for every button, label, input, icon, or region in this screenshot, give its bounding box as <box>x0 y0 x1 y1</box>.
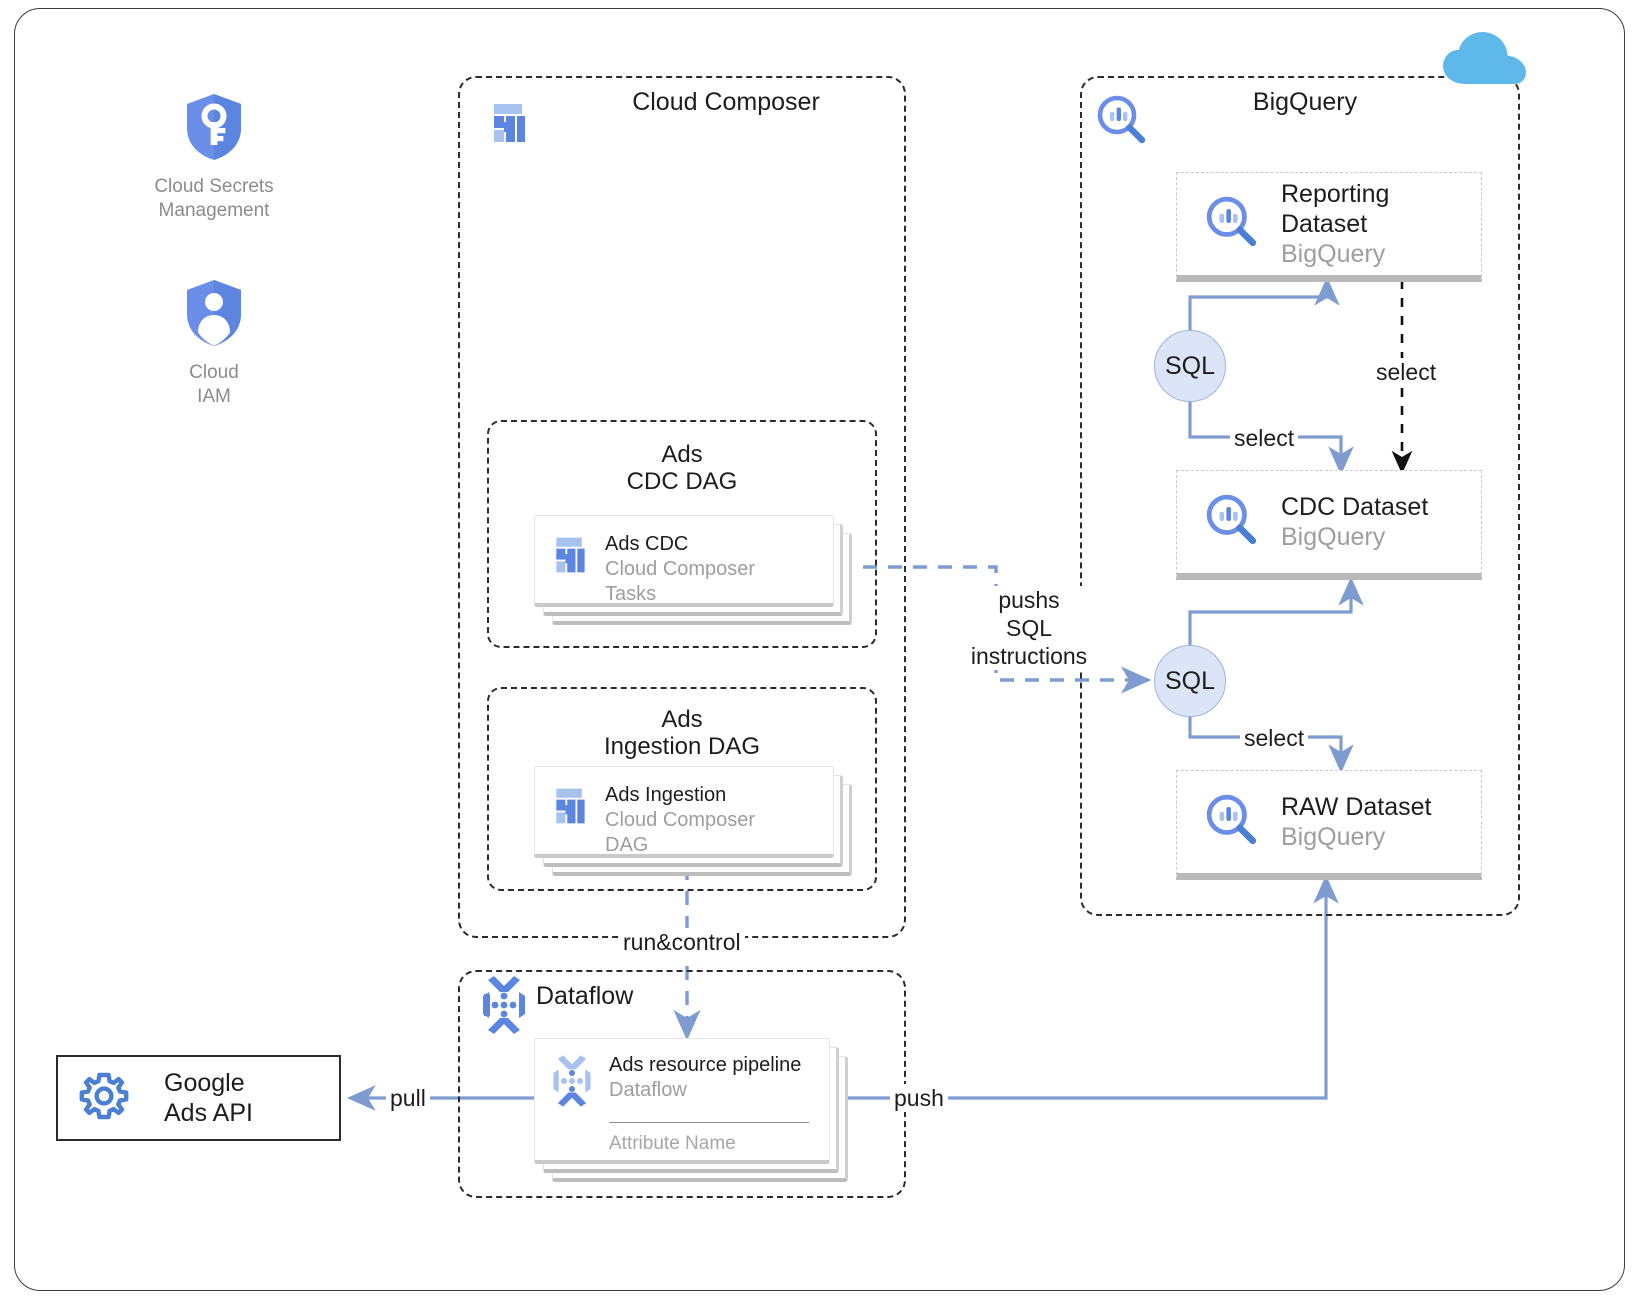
card-title: Ads Ingestion <box>605 784 727 806</box>
gear-icon <box>78 1070 130 1127</box>
bigquery-icon <box>1205 195 1259 254</box>
dataset-title: CDC Dataset <box>1281 493 1429 521</box>
cloud-composer-icon <box>549 785 591 832</box>
subgroup-ads-ingestion-dag: Ads Ingestion DAG <box>487 687 877 891</box>
edge-label-push: push <box>890 1084 948 1113</box>
subgroup-ads-cdc-dag: Ads CDC DAG <box>487 420 877 648</box>
card-title: Ads resource pipeline <box>609 1054 802 1076</box>
bigquery-group-icon <box>1096 94 1148 151</box>
subgroup-title-ads-cdc-dag: Ads CDC DAG <box>626 441 738 495</box>
card-body[interactable]: Ads resource pipeline Dataflow Attribute… <box>534 1038 830 1164</box>
cloud-icon <box>1440 30 1530 91</box>
dataflow-group-icon <box>478 976 530 1039</box>
dataset-title: RAW Dataset <box>1281 793 1432 821</box>
edge-label-run-control: run&control <box>619 928 745 957</box>
card-body[interactable]: Ads Ingestion Cloud Composer DAG <box>534 766 834 858</box>
edge-label-pull: pull <box>386 1084 430 1113</box>
subgroup-title-ads-ingestion-dag: Ads Ingestion DAG <box>603 706 761 760</box>
group-bigquery <box>1080 76 1520 916</box>
dataset-reporting[interactable]: Reporting Dataset BigQuery <box>1176 172 1482 282</box>
card-body[interactable]: Ads CDC Cloud Composer Tasks <box>534 515 834 607</box>
dataset-raw[interactable]: RAW Dataset BigQuery <box>1176 770 1482 880</box>
edge-label-select-dashed: select <box>1372 358 1441 387</box>
bigquery-icon <box>1205 493 1259 552</box>
card-subtitle: Cloud Composer <box>605 558 756 580</box>
cloud-composer-icon <box>549 534 591 581</box>
group-title-bigquery: BigQuery <box>1252 88 1358 116</box>
group-title-dataflow: Dataflow <box>536 982 634 1010</box>
card-ads-cdc[interactable]: Ads CDC Cloud Composer Tasks <box>534 515 852 625</box>
dataset-subtitle: BigQuery <box>1281 240 1386 268</box>
edge-label-pushs-sql-instructions: pushs SQL instructions <box>945 586 1113 671</box>
card-subtitle: Cloud Composer <box>605 809 756 831</box>
bigquery-icon <box>1205 793 1259 852</box>
sql-node-bottom[interactable]: SQL <box>1154 645 1226 717</box>
shield-key-icon <box>187 94 241 160</box>
service-cloud-secrets-management: Cloud Secrets Management <box>152 92 276 223</box>
google-ads-api-box[interactable]: Google Ads API <box>56 1055 341 1141</box>
dataset-title: Reporting Dataset <box>1281 180 1390 238</box>
edge-label-select-bottom: select <box>1240 724 1309 753</box>
dataflow-icon <box>549 1055 595 1112</box>
card-ads-ingestion[interactable]: Ads Ingestion Cloud Composer DAG <box>534 766 852 876</box>
edge-label-select-top: select <box>1230 424 1299 453</box>
dataset-cdc[interactable]: CDC Dataset BigQuery <box>1176 470 1482 580</box>
sql-node-top[interactable]: SQL <box>1154 330 1226 402</box>
group-title-cloud-composer: Cloud Composer <box>632 88 820 116</box>
service-cloud-iam: Cloud IAM <box>152 278 276 409</box>
card-subtitle: Dataflow <box>609 1079 687 1101</box>
card-divider <box>609 1122 809 1123</box>
dataset-subtitle: BigQuery <box>1281 523 1386 551</box>
shield-person-icon <box>187 280 241 346</box>
cloud-composer-group-icon <box>486 100 532 151</box>
dataset-subtitle: BigQuery <box>1281 823 1386 851</box>
service-label: Cloud IAM <box>189 362 239 407</box>
google-ads-api-label: Google Ads API <box>164 1068 253 1128</box>
card-ads-resource-pipeline[interactable]: Ads resource pipeline Dataflow Attribute… <box>534 1038 854 1182</box>
card-subtitle-2: Tasks <box>605 583 657 605</box>
card-title: Ads CDC <box>605 533 689 555</box>
card-subtitle-2: DAG <box>605 834 649 856</box>
card-attribute-name: Attribute Name <box>609 1133 736 1154</box>
service-label: Cloud Secrets Management <box>154 176 274 221</box>
